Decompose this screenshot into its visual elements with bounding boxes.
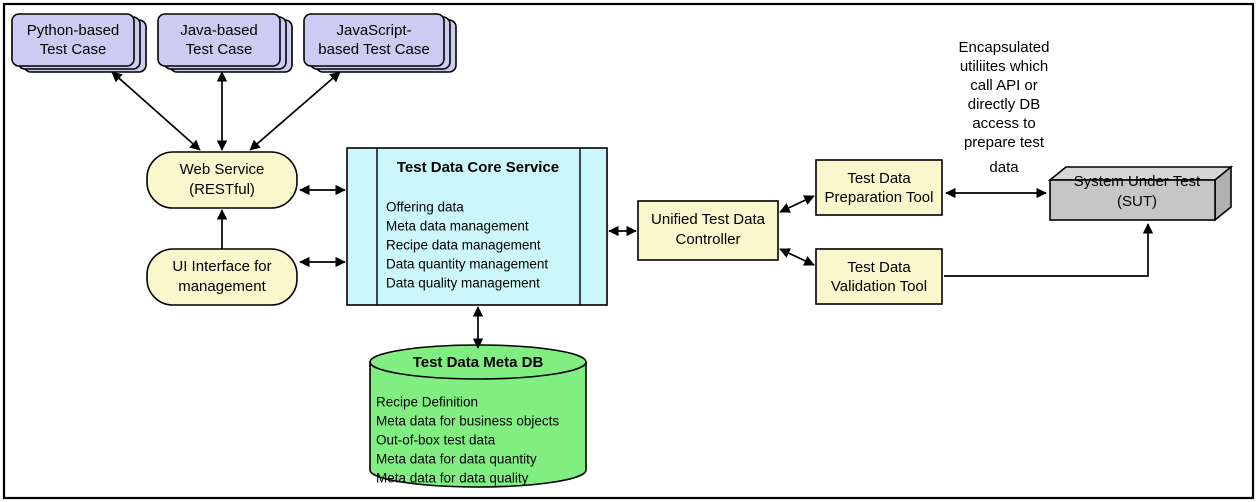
annotation-line-6: data xyxy=(989,159,1019,176)
node-ui-interface[interactable]: UI Interface for management xyxy=(146,248,298,306)
core-service-title: Test Data Core Service xyxy=(397,159,559,176)
controller-box xyxy=(637,200,779,261)
python-test-case-label-line1: Python-based xyxy=(27,22,120,39)
core-service-item-4: Data quality management xyxy=(386,276,540,291)
meta-db-item-1: Meta data for business objects xyxy=(376,414,559,429)
test-case-stack-front xyxy=(303,13,445,67)
node-javascript-test-case[interactable]: JavaScript- based Test Case xyxy=(303,13,457,73)
annotation-line-4: access to xyxy=(972,115,1035,132)
core-service-item-0: Offering data xyxy=(386,200,464,215)
meta-db-item-2: Out-of-box test data xyxy=(376,433,496,448)
meta-db-item-4: Meta data for data quality xyxy=(376,471,529,486)
meta-db-item-0: Recipe Definition xyxy=(376,395,478,410)
web-service-label-line1: Web Service xyxy=(180,161,265,178)
controller-label-line2: Controller xyxy=(675,231,740,248)
ui-interface-label-line1: UI Interface for xyxy=(172,258,271,275)
javascript-test-case-label-line1: JavaScript- xyxy=(336,22,411,39)
preparation-tool-label-line1: Test Data xyxy=(847,170,911,187)
connector-controller-validation-tool xyxy=(779,248,815,266)
node-test-data-validation-tool[interactable]: Test Data Validation Tool xyxy=(815,248,943,305)
annotation-line-0: Encapsulated xyxy=(959,39,1050,56)
java-test-case-label-line2: Test Case xyxy=(186,41,253,58)
annotation-encapsulated-utilities: Encapsulated utiliites which call API or… xyxy=(959,39,1050,176)
connector-web-service-python xyxy=(111,71,201,151)
validation-tool-box xyxy=(815,248,943,305)
test-case-stack-front xyxy=(11,13,135,67)
node-test-data-meta-db[interactable]: Test Data Meta DB Recipe Definition Meta… xyxy=(369,344,587,488)
meta-db-item-3: Meta data for data quantity xyxy=(376,452,537,467)
controller-label-line1: Unified Test Data xyxy=(651,211,766,228)
annotation-line-5: prepare test xyxy=(964,134,1045,151)
preparation-tool-box xyxy=(815,159,943,216)
annotation-line-3: directly DB xyxy=(968,96,1041,113)
web-service-box xyxy=(146,151,298,209)
test-case-stack-front xyxy=(157,13,281,67)
core-service-item-1: Meta data management xyxy=(386,219,529,234)
node-unified-test-data-controller[interactable]: Unified Test Data Controller xyxy=(637,200,779,261)
meta-db-title: Test Data Meta DB xyxy=(413,354,544,371)
core-service-item-3: Data quantity management xyxy=(386,257,548,272)
node-python-test-case[interactable]: Python-based Test Case xyxy=(11,13,147,73)
preparation-tool-label-line2: Preparation Tool xyxy=(825,189,934,206)
python-test-case-label-line2: Test Case xyxy=(40,41,107,58)
ui-interface-label-line2: management xyxy=(178,278,266,295)
node-system-under-test[interactable]: System Under Test (SUT) xyxy=(1047,165,1234,222)
sut-label-line1: System Under Test xyxy=(1074,173,1201,190)
validation-tool-label-line2: Validation Tool xyxy=(831,278,927,295)
meta-db-cylinder-body xyxy=(369,361,587,488)
java-test-case-label-line1: Java-based xyxy=(180,22,258,39)
core-service-box xyxy=(346,147,608,306)
validation-tool-label-line1: Test Data xyxy=(847,259,911,276)
node-java-test-case[interactable]: Java-based Test Case xyxy=(157,13,293,73)
javascript-test-case-label-line2: based Test Case xyxy=(318,41,429,58)
core-service-item-2: Recipe data management xyxy=(386,238,541,253)
sut-front-face xyxy=(1049,179,1216,221)
node-web-service[interactable]: Web Service (RESTful) xyxy=(146,151,298,209)
sut-label-line2: (SUT) xyxy=(1117,193,1157,210)
annotation-line-1: utiliites which xyxy=(960,58,1048,75)
web-service-label-line2: (RESTful) xyxy=(189,181,255,198)
connector-validation-tool-sut xyxy=(944,223,1154,277)
annotation-line-2: call API or xyxy=(970,77,1038,94)
node-test-data-core-service[interactable]: Test Data Core Service Offering data Met… xyxy=(346,147,608,306)
connector-web-service-javascript xyxy=(249,71,341,151)
node-test-data-preparation-tool[interactable]: Test Data Preparation Tool xyxy=(815,159,943,216)
connector-controller-preparation-tool xyxy=(779,195,815,213)
